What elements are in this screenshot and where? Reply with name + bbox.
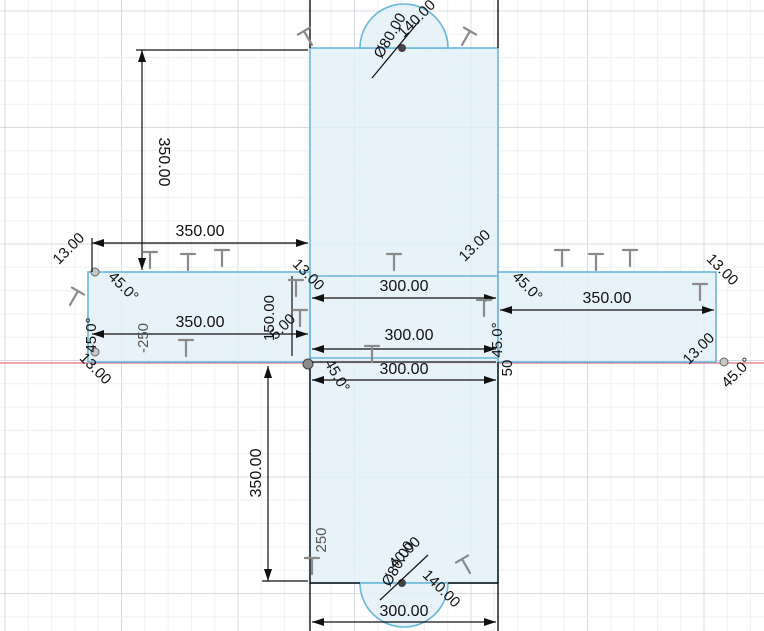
dim-center-width-top[interactable]: 300.00	[380, 278, 429, 295]
tangent-constraint-icon[interactable]	[64, 286, 86, 309]
right-bottom-point[interactable]	[719, 357, 729, 367]
arrow-center-mid-a	[312, 345, 324, 353]
leader-bottom-hole	[379, 554, 429, 601]
sketch-profile[interactable]	[87, 3, 717, 628]
tangent-constraint-icon[interactable]	[621, 248, 639, 268]
arrow-center-bottom-b	[484, 376, 496, 384]
arrow-left-inner-a	[92, 330, 104, 338]
tangent-constraint-glyph	[475, 298, 493, 318]
dim-angle-center-mid[interactable]: 45.0°	[489, 322, 506, 357]
tangent-constraint-icon[interactable]	[454, 554, 476, 577]
tangent-constraint-icon[interactable]	[291, 308, 309, 328]
tangent-constraint-glyph	[213, 248, 231, 268]
arrow-bottom-width-b	[484, 618, 496, 626]
dim-center-width-bottom[interactable]: 300.00	[380, 361, 429, 378]
tangent-constraint-glyph	[141, 250, 159, 270]
tangent-constraint-icon[interactable]	[385, 252, 403, 272]
tangent-constraint-glyph	[363, 344, 381, 364]
arrow-right-width-a	[500, 306, 512, 314]
arrow-left-inner-b	[296, 330, 308, 338]
tangent-constraint-glyph	[460, 26, 478, 47]
arrow-bottom-height-a	[264, 366, 272, 378]
arrow-bottom-height-b	[264, 569, 272, 581]
tangent-constraint-glyph	[303, 556, 321, 576]
tangent-constraint-icon[interactable]	[456, 26, 478, 49]
top-hole-center[interactable]	[398, 44, 406, 52]
profile-top-hole-tab[interactable]	[359, 3, 449, 49]
arrow-left-width-a	[92, 239, 104, 247]
dim-left-strip-height[interactable]: 150.00	[261, 295, 278, 341]
sketch-edges	[309, 0, 499, 631]
tangent-constraint-icon[interactable]	[475, 298, 493, 318]
arrow-top-height-b	[138, 258, 146, 270]
tangent-constraint-glyph	[454, 554, 472, 575]
tangent-constraint-glyph	[291, 308, 309, 328]
arrow-left-width-b	[296, 239, 308, 247]
dimension-lines	[91, 19, 714, 626]
tangent-constraint-glyph	[385, 252, 403, 272]
dim-center-width-mid[interactable]: 300.00	[385, 327, 434, 344]
profile-right-strip[interactable]	[497, 271, 717, 363]
dim-small-b[interactable]: 50	[499, 360, 516, 377]
profile-bottom-hole-tab[interactable]	[359, 582, 449, 628]
arrow-center-mid-b	[484, 345, 496, 353]
tangent-constraint-glyph	[553, 248, 571, 268]
arrow-center-top-a	[312, 294, 324, 302]
bottom-hole-center[interactable]	[398, 579, 406, 587]
tangent-constraint-icon[interactable]	[287, 278, 305, 298]
left-corner-point[interactable]	[90, 267, 100, 277]
tangent-constraint-icon[interactable]	[587, 252, 605, 272]
dim-right-tab-width[interactable]: 350.00	[583, 290, 632, 307]
profile-center-column[interactable]	[309, 47, 499, 584]
origin-point[interactable]	[302, 358, 314, 370]
left-bottom-point[interactable]	[90, 347, 100, 357]
hole-markers	[90, 44, 729, 587]
dim-top-tab-height[interactable]: 350.00	[155, 138, 172, 187]
tangent-constraint-icon[interactable]	[303, 556, 321, 576]
dim-bottom-width[interactable]: 300.00	[380, 603, 429, 620]
tangent-constraint-glyph	[68, 286, 86, 307]
profile-left-strip[interactable]	[87, 271, 311, 363]
tangent-constraint-icon[interactable]	[213, 248, 231, 268]
dim-left-tab-width[interactable]: 350.00	[176, 223, 225, 240]
tangent-constraint-glyph	[179, 252, 197, 272]
leader-top-hole	[371, 19, 421, 79]
tangent-constraint-icon[interactable]	[691, 282, 709, 302]
tangent-constraint-icon[interactable]	[363, 344, 381, 364]
tangent-constraint-icon[interactable]	[141, 250, 159, 270]
constraint-markers	[64, 26, 709, 577]
tangent-constraint-glyph	[621, 248, 639, 268]
tangent-constraint-icon[interactable]	[177, 338, 195, 358]
dim-left-inner-width[interactable]: 350.00	[176, 314, 225, 331]
tangent-constraint-glyph	[691, 282, 709, 302]
tangent-constraint-glyph	[296, 26, 314, 47]
arrow-center-bottom-a	[312, 376, 324, 384]
arrow-right-width-b	[702, 306, 714, 314]
dim-fillet-left-top[interactable]: 13.00	[50, 230, 89, 269]
tangent-constraint-icon[interactable]	[553, 248, 571, 268]
tangent-constraint-glyph	[177, 338, 195, 358]
tangent-constraint-glyph	[287, 278, 305, 298]
dim-left-strip-ref[interactable]: -250	[135, 323, 152, 353]
dim-bottom-tab-height[interactable]: 350.00	[248, 448, 265, 497]
dim-angle-left-mid[interactable]: 45.0°	[83, 317, 100, 352]
arrow-top-height-a	[138, 50, 146, 62]
tangent-constraint-icon[interactable]	[179, 252, 197, 272]
dim-bottom-ref[interactable]: 250	[313, 527, 330, 552]
tangent-constraint-glyph	[587, 252, 605, 272]
arrow-bottom-width-a	[312, 618, 324, 626]
tangent-constraint-icon[interactable]	[296, 26, 318, 49]
